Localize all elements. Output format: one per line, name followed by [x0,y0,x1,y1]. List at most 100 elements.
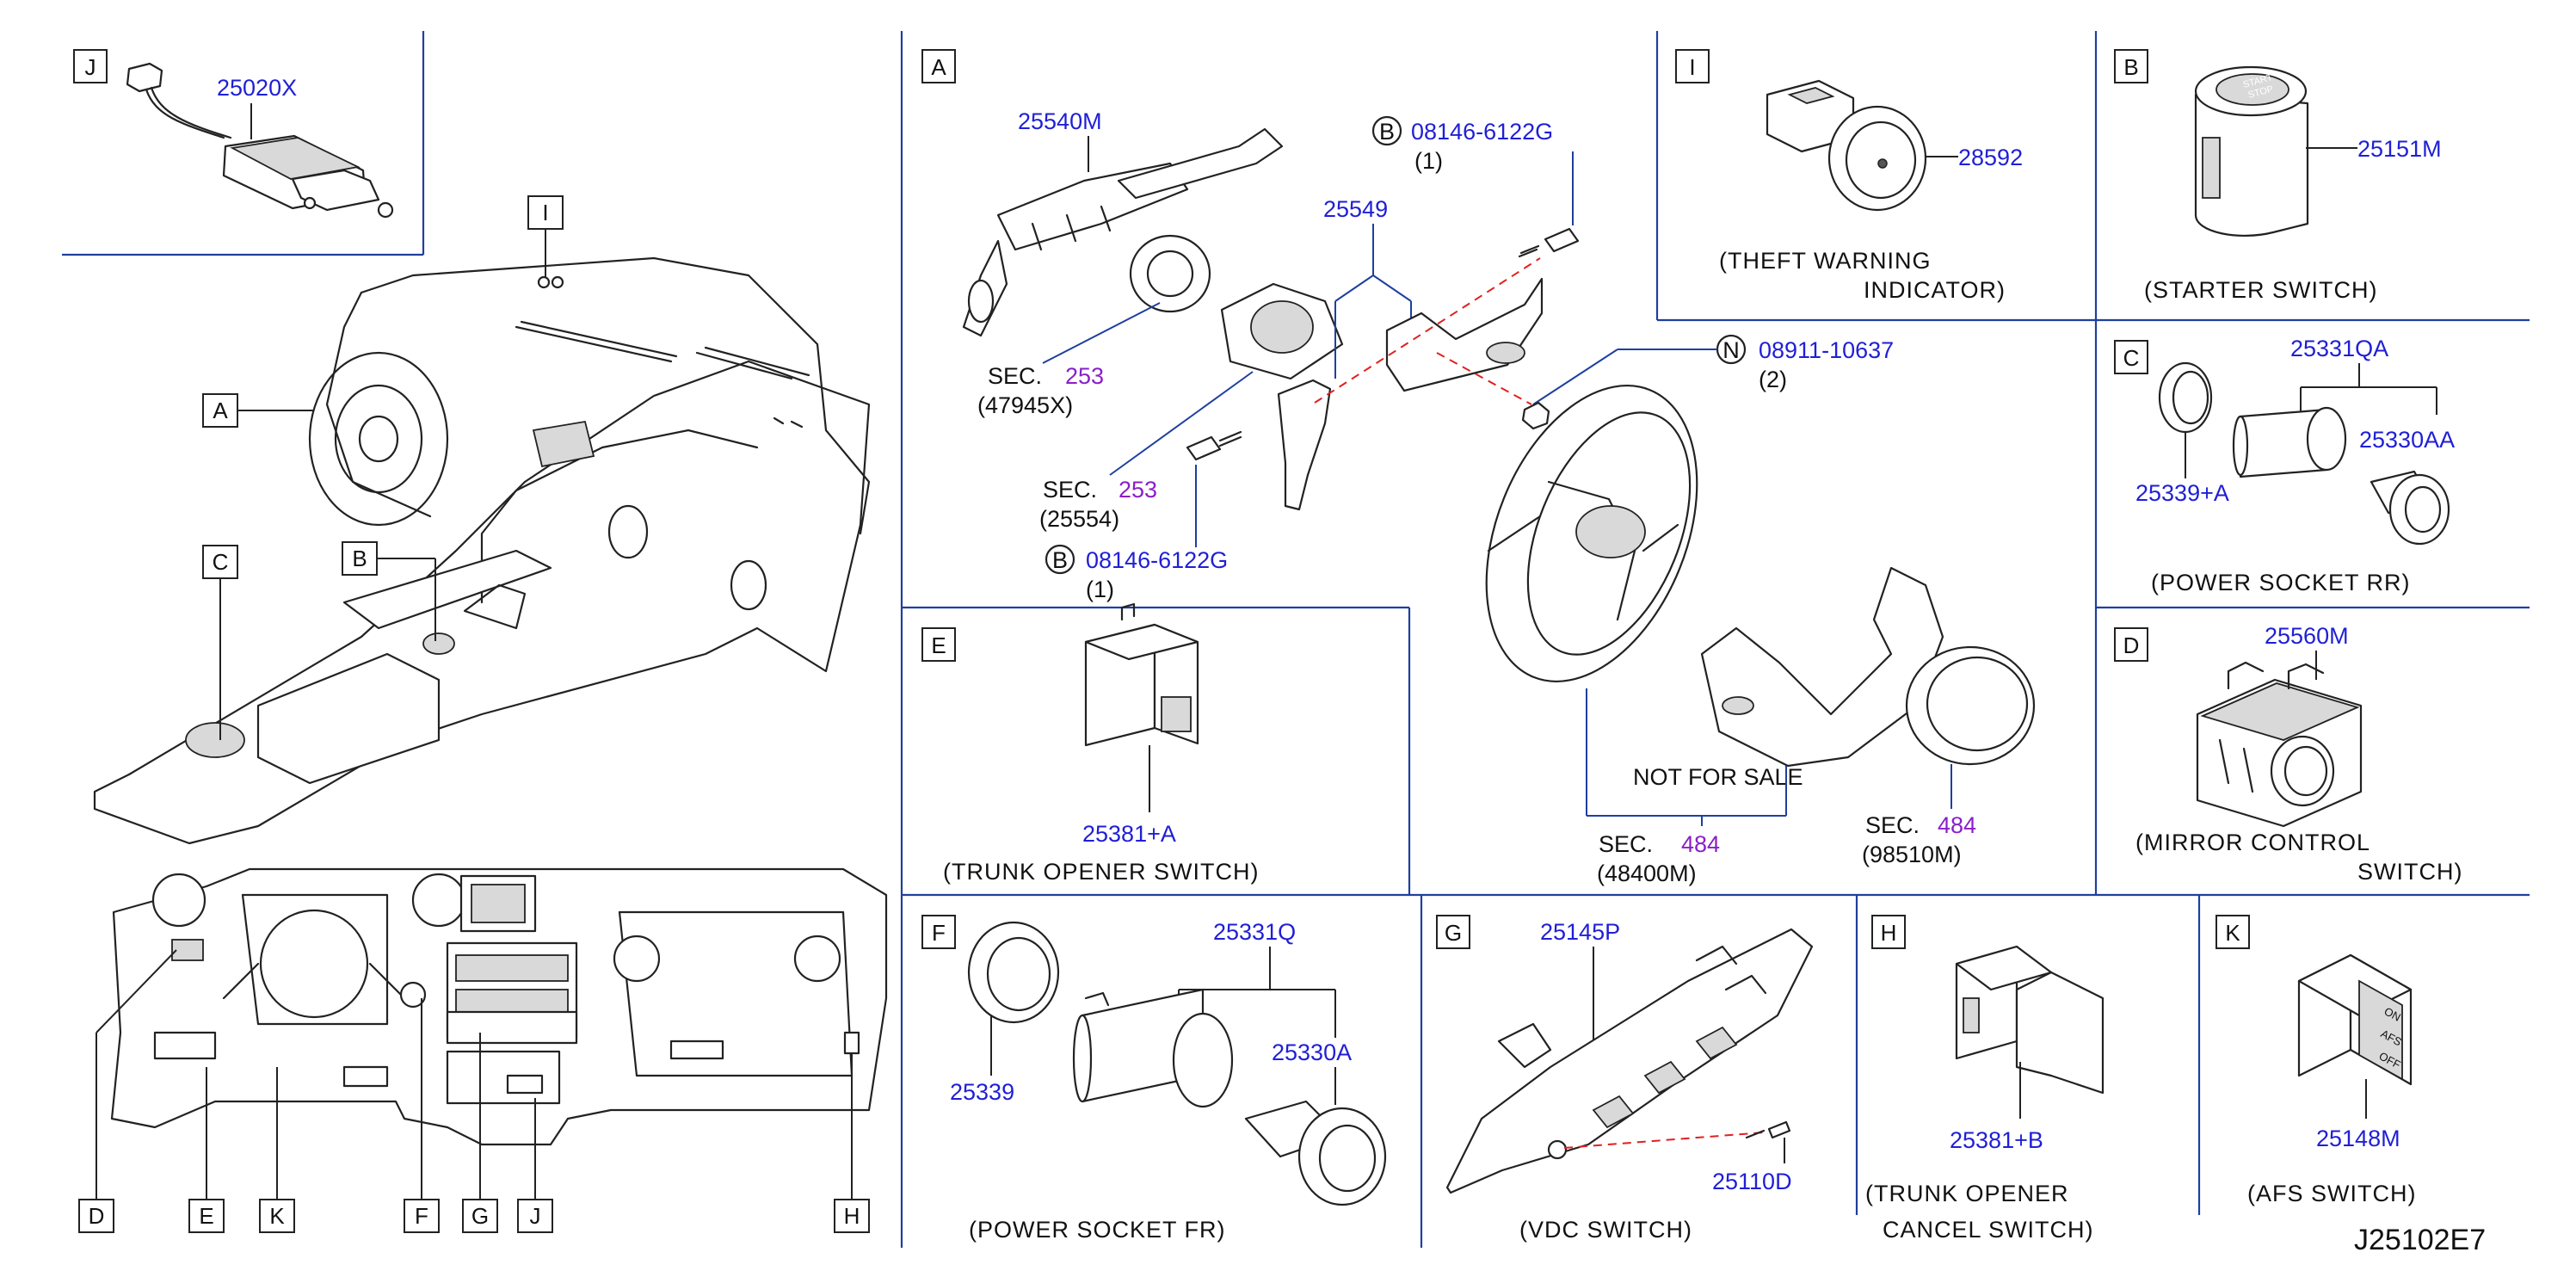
quantity: (1) [1086,577,1114,602]
section-i: I 28592 (THEFT WARNING INDICATOR) [1675,49,2023,303]
overview-callouts-upper: A C B I [202,195,564,740]
bolt-upper-drawing [1518,227,1580,258]
socket-cap-drawing [2370,470,2450,546]
airbag-module-drawing [1905,645,2036,766]
part-number: 25339 [950,1079,1014,1105]
section-k: K ON AFS OFF 25148M (AFS SWITCH) [2215,915,2416,1206]
screw-drawing [1745,1120,1791,1139]
part-number: 25381+B [1950,1127,2043,1153]
theft-indicator-drawing [1766,79,1927,212]
part-number: 08911-10637 [1759,337,1894,363]
part-number: 25145P [1540,919,1620,945]
not-for-sale: NOT FOR SALE [1633,764,1803,790]
part-number: 25330AA [2359,427,2455,453]
caption: CANCEL SWITCH) [1883,1217,2094,1243]
diagram-label: H [844,1203,860,1229]
trunk-opener-switch-drawing [1084,602,1199,747]
section-b: B START STOP 25151M (STARTER SWITCH) [2114,49,2442,303]
caption: (MIRROR CONTROL [2135,830,2370,855]
caption: (POWER SOCKET RR) [2151,570,2411,595]
sec-ref-prefix: SEC. [1865,812,1920,838]
part-number: 25110D [1712,1169,1792,1194]
part-number: 25540M [1018,108,1102,134]
circle-ref: B [1379,119,1395,145]
mirror-control-drawing [2196,661,2363,828]
section-g: G 25145P 25110D (VDC SWITCH) [1436,915,1814,1243]
part-number: 25020X [217,75,297,101]
part-number: 25330A [1272,1039,1352,1065]
part-number: 28592 [1958,145,2023,170]
sec-ref-sub: (47945X) [977,392,1073,418]
section-d: D 25560M (MIRROR CONTROL SWITCH) [2114,623,2462,885]
part-number: 25381+A [1082,821,1176,847]
section-letter: E [931,632,946,658]
section-letter: G [1445,920,1462,946]
diagram-label: K [269,1203,285,1229]
section-letter: I [1689,54,1695,80]
caption: (TRUNK OPENER SWITCH) [943,859,1260,885]
caption: (POWER SOCKET FR) [969,1217,1226,1243]
section-letter: B [2123,54,2138,80]
dashboard-3d-view [93,256,871,845]
section-letter: A [931,54,946,80]
paddle-shifter-drawing [1277,277,1544,511]
section-letter: C [2123,345,2140,371]
diagram-label: F [415,1203,428,1229]
caption: SWITCH) [2357,859,2462,885]
socket-ring-drawing [2158,361,2213,434]
diagram-label: C [213,549,229,575]
caption: (AFS SWITCH) [2247,1181,2416,1206]
part-number: 25148M [2316,1126,2400,1151]
sec-ref-sub: (98510M) [1862,842,1962,867]
section-e: E 25381+A (TRUNK OPENER SWITCH) [921,602,1260,885]
drawing-id: J25102E7 [2354,1224,2486,1256]
part-number: 08146-6122G [1411,119,1553,145]
overview-callouts-lower: D E K F G J H [78,949,870,1233]
circle-ref: B [1052,547,1068,573]
part-number: 25331Q [1213,919,1296,945]
part-number: 25331QA [2290,336,2388,361]
front-socket-ring-drawing [967,921,1060,1024]
starter-switch-drawing: START STOP [2194,65,2309,238]
dashboard-front-view [110,867,888,1146]
combination-switch-drawing [962,127,1284,337]
caption: (THEFT WARNING [1719,248,1931,274]
sec-ref-prefix: SEC. [988,363,1042,389]
caption: INDICATOR) [1864,277,2006,303]
diagram-label: B [352,546,367,571]
section-letter: F [932,920,946,946]
part-number: 25560M [2265,623,2349,649]
afs-switch-drawing: ON AFS OFF [2297,953,2413,1086]
sec-ref-prefix: SEC. [1599,831,1653,857]
section-letter: K [2225,920,2240,946]
part-number: 25151M [2357,136,2442,162]
section-letter: J [85,54,96,80]
trunk-cancel-switch-drawing [1955,945,2105,1095]
sec-ref-number: 484 [1938,812,1976,838]
part-number: 25339+A [2135,480,2229,506]
section-letter: D [2123,632,2140,658]
section-j: J 25020X [73,49,394,219]
diagram-label: J [530,1203,541,1229]
bolt-lower-drawing [1186,430,1242,461]
section-c: C 25331QA 25330AA 25339+A (POWER SOCKET … [2114,336,2455,595]
caption: (STARTER SWITCH) [2144,277,2378,303]
section-letter: H [1881,920,1897,946]
spiral-cable-drawing [1129,234,1344,380]
diagram-label: D [89,1203,105,1229]
caption: (TRUNK OPENER [1865,1181,2069,1206]
front-socket-body-drawing [1072,988,1234,1108]
diagram-label: E [199,1203,213,1229]
front-socket-cap-drawing [1244,1100,1387,1206]
sec-ref-sub: (25554) [1039,506,1119,532]
sec-ref-number: 484 [1681,831,1720,857]
vdc-switch-panel-drawing [1445,928,1814,1194]
sec-ref-sub: (48400M) [1597,861,1697,886]
diagram-label: A [213,398,228,423]
part-number: 08146-6122G [1086,547,1228,573]
caption: (VDC SWITCH) [1519,1217,1692,1243]
section-a: A 25540M SEC. 253 (47945X) SEC. 253 (255… [921,49,2036,886]
sec-ref-number: 253 [1065,363,1104,389]
quantity: (2) [1759,367,1787,392]
